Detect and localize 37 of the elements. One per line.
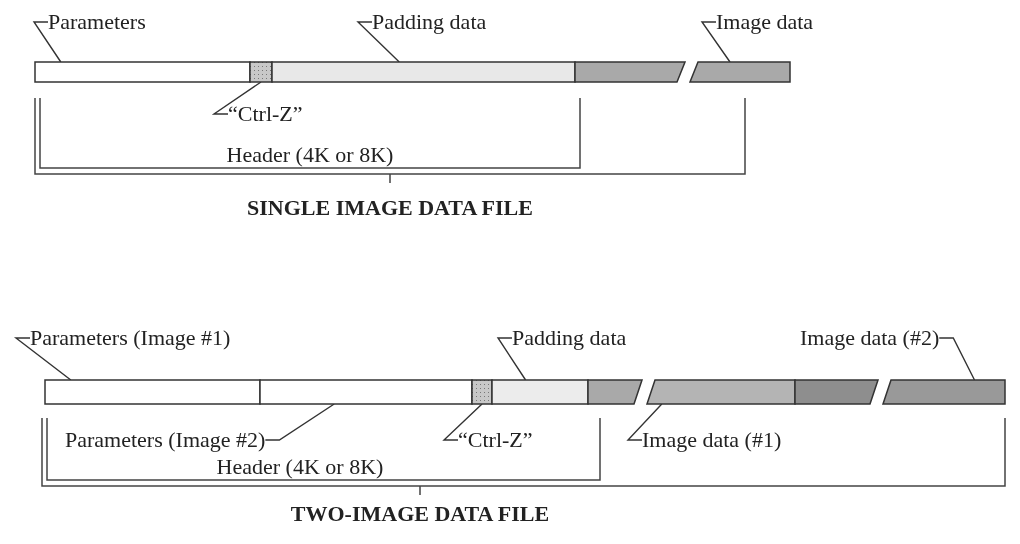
file-segment	[472, 380, 492, 404]
file-segment	[35, 62, 250, 82]
file-segment	[647, 380, 795, 404]
figure-title: SINGLE IMAGE DATA FILE	[247, 196, 533, 220]
part-label: Parameters (Image #2)	[65, 428, 266, 452]
figure-title: TWO-IMAGE DATA FILE	[290, 502, 550, 526]
part-label: Parameters (Image #1)	[30, 326, 231, 350]
part-label: “Ctrl-Z”	[458, 428, 533, 452]
part-label: “Ctrl-Z”	[228, 102, 303, 126]
file-segment	[795, 380, 878, 404]
part-label: Padding data	[512, 326, 627, 350]
leader-line	[32, 21, 62, 63]
leader-line	[356, 21, 400, 63]
leader-line	[700, 21, 731, 63]
leader-line	[211, 81, 262, 115]
part-label: Padding data	[372, 10, 487, 34]
file-segment	[272, 62, 575, 82]
file-segment	[250, 62, 272, 82]
bracket-label: Header (4K or 8K)	[226, 143, 394, 167]
file-segment	[260, 380, 472, 404]
leader-line	[626, 403, 663, 441]
bracket-label: Header (4K or 8K)	[216, 455, 384, 479]
part-label: Image data (#2)	[800, 326, 940, 350]
leader-line	[13, 337, 72, 381]
file-segment	[690, 62, 790, 82]
part-label: Image data	[716, 10, 814, 34]
part-label: Image data (#1)	[642, 428, 782, 452]
leader-line	[442, 403, 483, 441]
file-segment	[45, 380, 260, 404]
leader-line	[938, 337, 976, 381]
file-segment	[575, 62, 685, 82]
leader-line	[496, 337, 527, 381]
part-label: Parameters	[48, 10, 146, 34]
file-segment	[492, 380, 588, 404]
file-segment	[883, 380, 1005, 404]
file-segment	[588, 380, 642, 404]
leader-line	[264, 403, 335, 441]
